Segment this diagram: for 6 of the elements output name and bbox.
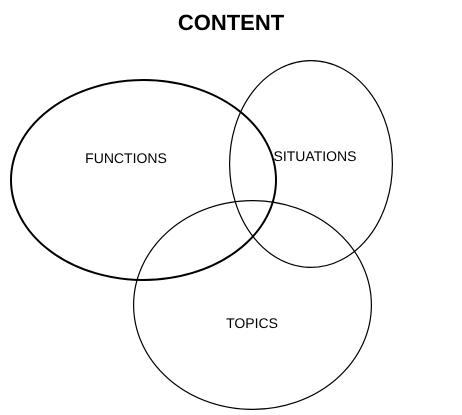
set-label: SITUATIONS (274, 148, 356, 164)
diagram-title: CONTENT (176, 10, 286, 36)
venn-circle (133, 200, 372, 410)
set-label: TOPICS (226, 315, 278, 331)
venn-circle (229, 60, 393, 268)
set-label: FUNCTIONS (85, 150, 167, 166)
